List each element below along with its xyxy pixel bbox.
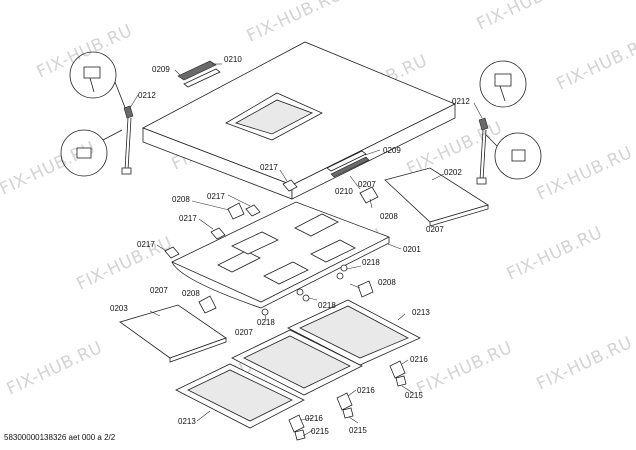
- washer-0218: [261, 264, 362, 321]
- label-0208: 0208: [378, 278, 396, 287]
- bracket-0209-right: [326, 149, 381, 190]
- watermark: FIX-HUB.RU: [474, 0, 576, 35]
- label-0217: 0217: [207, 192, 225, 201]
- grease-filter-0213: [175, 299, 421, 429]
- latch-0208: [191, 186, 379, 314]
- label-0216: 0216: [357, 386, 375, 395]
- watermark: FIX-HUB.RU: [534, 143, 636, 205]
- label-0210: 0210: [335, 187, 353, 196]
- label-0203: 0203: [110, 304, 128, 313]
- label-0217: 0217: [260, 163, 278, 172]
- label-0209: 0209: [383, 146, 401, 155]
- watermark: FIX-HUB.RU: [4, 338, 106, 400]
- label-0215: 0215: [405, 391, 423, 400]
- bracket-0209-top: [174, 60, 222, 88]
- label-0207: 0207: [426, 225, 444, 234]
- main-panel-0201: [171, 201, 402, 309]
- label-0208: 0208: [380, 212, 398, 221]
- label-0213: 0213: [412, 308, 430, 317]
- clip-0217: [156, 169, 298, 259]
- side-panel-0203: [119, 304, 227, 363]
- label-0215: 0215: [311, 427, 329, 436]
- label-0216: 0216: [410, 355, 428, 364]
- label-0207: 0207: [235, 328, 253, 337]
- watermark: FIX-HUB.RU: [244, 0, 346, 47]
- label-0210: 0210: [224, 55, 242, 64]
- label-0218: 0218: [362, 258, 380, 267]
- label-0201: 0201: [403, 245, 421, 254]
- label-0213: 0213: [178, 417, 196, 426]
- label-0218: 0218: [318, 301, 336, 310]
- watermark: FIX-HUB.RU: [534, 333, 636, 395]
- wire-harness-left: [60, 51, 139, 177]
- filter-catch-0216: [288, 359, 414, 441]
- side-panel-0202: [384, 167, 489, 227]
- label-0208: 0208: [182, 289, 200, 298]
- part-labels: 0209 0210 0212 0212 0217 0217 0217 0217 …: [110, 55, 470, 436]
- watermark: FIX-HUB.RU: [554, 33, 636, 95]
- watermark: FIX-HUB.RU: [414, 338, 516, 400]
- label-0212: 0212: [138, 91, 156, 100]
- wire-harness-right: [473, 60, 542, 185]
- drawing-reference-number: 58300000138326 aet 000 a 2/2: [4, 433, 116, 442]
- label-0209: 0209: [152, 65, 170, 74]
- label-0218: 0218: [257, 318, 275, 327]
- label-0215: 0215: [349, 426, 367, 435]
- label-0207: 0207: [150, 286, 168, 295]
- label-0212: 0212: [452, 97, 470, 106]
- watermark: FIX-HUB.RU: [0, 138, 99, 200]
- label-0208: 0208: [172, 195, 190, 204]
- label-0217: 0217: [137, 240, 155, 249]
- watermark: FIX-HUB.RU: [504, 223, 606, 285]
- label-0202: 0202: [444, 168, 462, 177]
- label-0207: 0207: [358, 180, 376, 189]
- label-0216: 0216: [305, 414, 323, 423]
- label-0217: 0217: [179, 214, 197, 223]
